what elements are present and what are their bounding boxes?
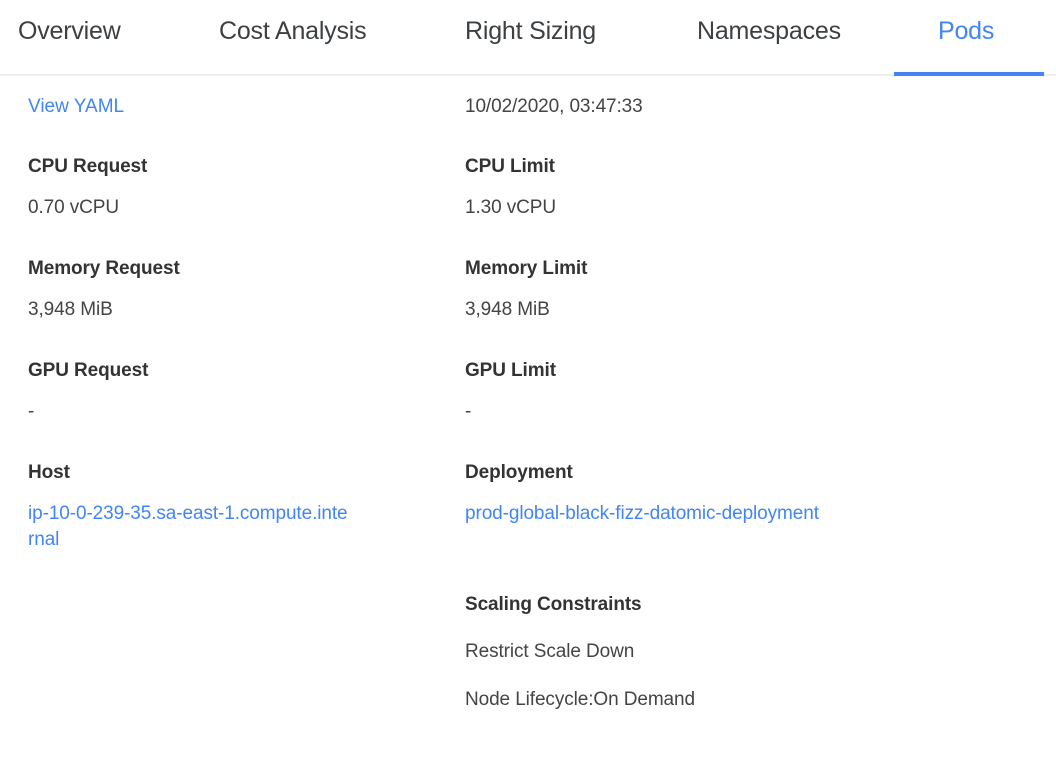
- deployment-link[interactable]: prod-global-black-fizz-datomic-deploymen…: [465, 503, 819, 524]
- cpu-request-label: CPU Request: [28, 156, 148, 177]
- memory-limit-field: Memory Limit 3,948 MiB: [465, 256, 840, 323]
- tab-cost-analysis[interactable]: Cost Analysis: [219, 17, 367, 45]
- scaling-constraint-node-lifecycle: Node Lifecycle:On Demand: [465, 689, 695, 710]
- host-label: Host: [28, 462, 70, 483]
- tab-pods[interactable]: Pods: [938, 17, 995, 45]
- scaling-constraints-label: Scaling Constraints: [465, 594, 642, 615]
- memory-request-value: 3,948 MiB: [28, 299, 113, 320]
- cpu-limit-label: CPU Limit: [465, 156, 555, 177]
- scaling-constraints-section: Scaling Constraints Restrict Scale Down …: [465, 592, 840, 713]
- pod-detail-grid: View YAML CPU Request 0.70 vCPU Memory R…: [0, 76, 1056, 758]
- cpu-limit-value: 1.30 vCPU: [465, 197, 556, 218]
- gpu-limit-field: GPU Limit -: [465, 358, 840, 425]
- tab-namespaces[interactable]: Namespaces: [697, 17, 841, 45]
- tab-bar: Overview Cost Analysis Right Sizing Name…: [0, 0, 1056, 76]
- active-tab-indicator: [894, 72, 1044, 76]
- deployment-field: Deployment prod-global-black-fizz-datomi…: [465, 460, 840, 527]
- memory-request-field: Memory Request 3,948 MiB: [28, 256, 403, 323]
- cpu-request-value: 0.70 vCPU: [28, 197, 119, 218]
- scaling-constraint-restrict-scale-down: Restrict Scale Down: [465, 641, 635, 662]
- gpu-limit-label: GPU Limit: [465, 360, 556, 381]
- memory-limit-value: 3,948 MiB: [465, 299, 550, 320]
- gpu-request-label: GPU Request: [28, 360, 149, 381]
- gpu-limit-value: -: [465, 401, 472, 422]
- view-yaml-link[interactable]: View YAML: [28, 96, 125, 117]
- host-link[interactable]: ip-10-0-239-35.sa-east-1.compute.interna…: [28, 503, 348, 550]
- tab-right-sizing[interactable]: Right Sizing: [465, 17, 596, 45]
- tab-overview[interactable]: Overview: [18, 17, 121, 45]
- pod-start-timestamp: 10/02/2020, 03:47:33: [465, 96, 643, 117]
- view-yaml-row: View YAML: [28, 94, 403, 120]
- gpu-request-field: GPU Request -: [28, 358, 403, 425]
- timestamp-row: 10/02/2020, 03:47:33: [465, 94, 840, 120]
- deployment-label: Deployment: [465, 462, 573, 483]
- memory-request-label: Memory Request: [28, 258, 180, 279]
- host-field: Host ip-10-0-239-35.sa-east-1.compute.in…: [28, 460, 353, 553]
- memory-limit-label: Memory Limit: [465, 258, 588, 279]
- cpu-request-field: CPU Request 0.70 vCPU: [28, 154, 403, 221]
- gpu-request-value: -: [28, 401, 35, 422]
- cpu-limit-field: CPU Limit 1.30 vCPU: [465, 154, 840, 221]
